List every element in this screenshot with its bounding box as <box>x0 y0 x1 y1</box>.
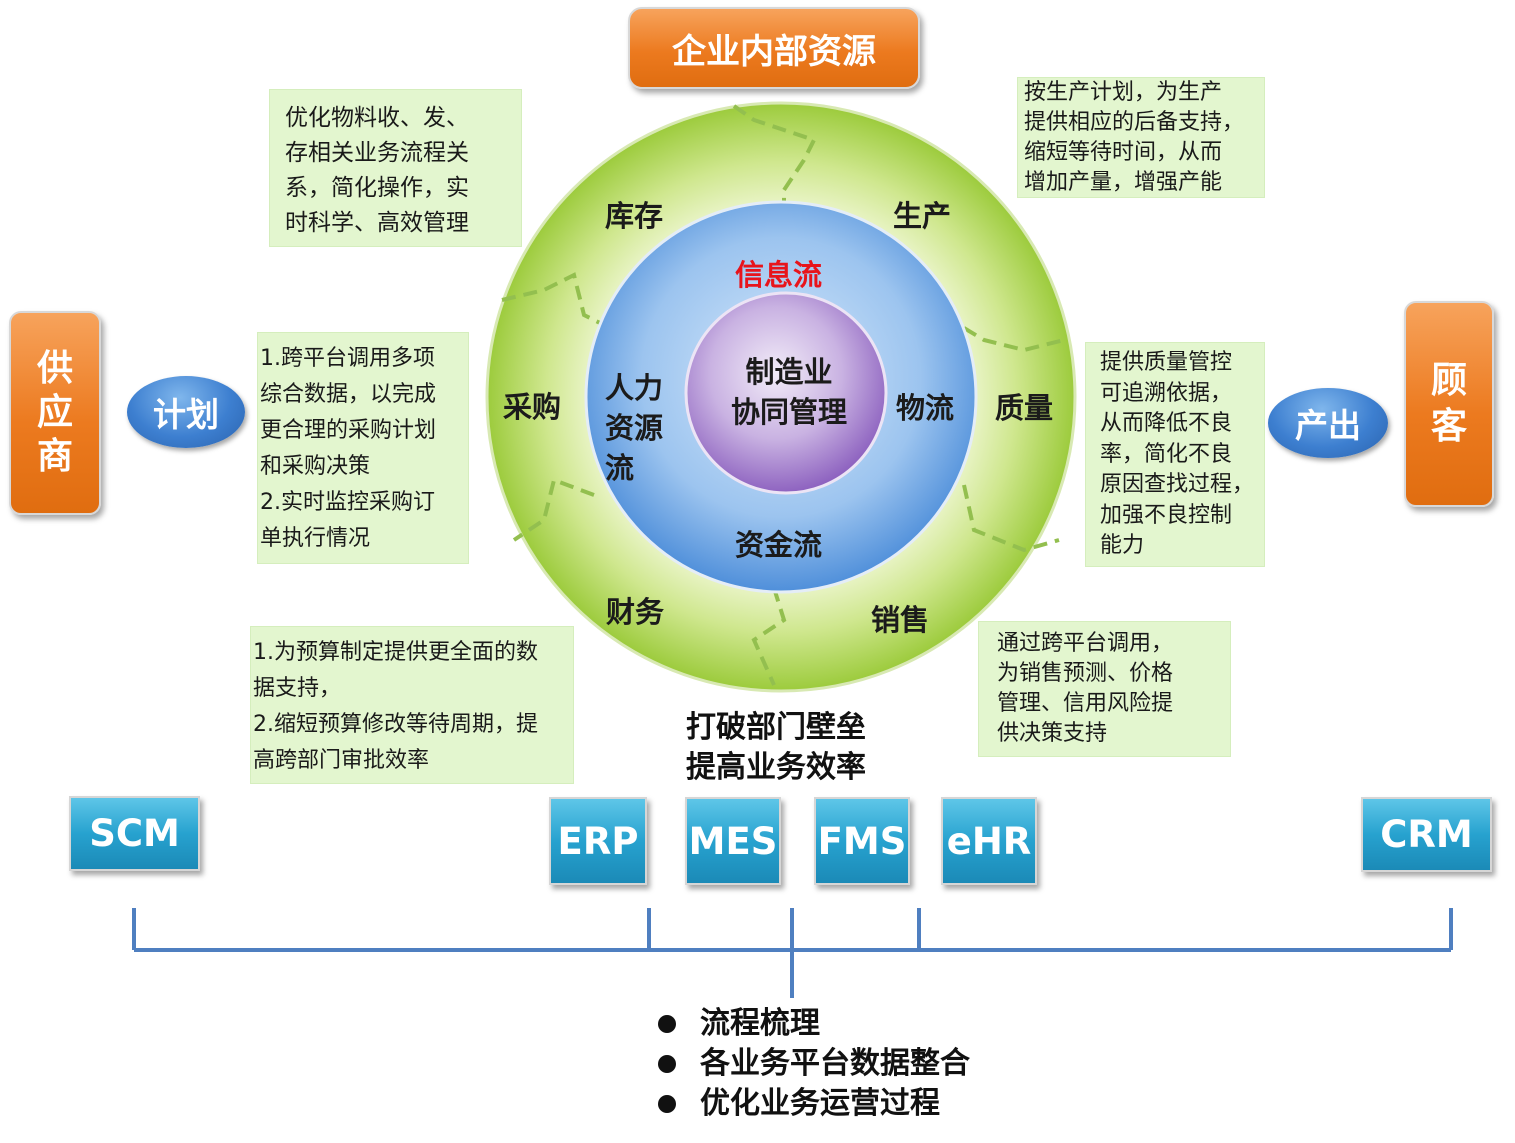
bullet-item: 优化业务运营过程 <box>654 1084 970 1124</box>
supplier-box: 供 应 商 <box>9 311 101 515</box>
supplier-label: 供 应 商 <box>36 348 73 477</box>
core-label: 制造业 协同管理 <box>730 355 847 429</box>
ring-label-quality: 质量 <box>995 391 1054 425</box>
hr-flow-label: 人力 资源 流 <box>605 371 664 485</box>
bullet-text: 优化业务运营过程 <box>700 1086 940 1121</box>
bullet-dot <box>658 1095 676 1113</box>
plan-oval: 计划 <box>127 376 245 448</box>
core-circle <box>684 291 888 495</box>
ring-label-production: 生产 <box>893 199 952 233</box>
enterprise-resources-title: 企业内部资源 <box>628 7 920 89</box>
bullet-text: 各业务平台数据整合 <box>700 1046 970 1081</box>
slogan: 打破部门壁垒 提高业务效率 <box>686 710 866 785</box>
collaboration-circle-diagram <box>485 101 1077 693</box>
system-erp: ERP <box>549 797 647 885</box>
output-label: 产出 <box>1295 406 1361 445</box>
ring-label-finance: 财务 <box>606 595 665 629</box>
system-scm: SCM <box>69 796 200 871</box>
note-sales: 通过跨平台调用， 为销售预测、价格 管理、信用风险提 供决策支持 <box>978 621 1231 757</box>
bullet-item: 各业务平台数据整合 <box>654 1044 970 1084</box>
info-flow-label: 信息流 <box>735 258 823 292</box>
ring-label-purchasing: 采购 <box>503 390 562 424</box>
ring-label-sales: 销售 <box>871 603 930 637</box>
note-purchasing: 1.跨平台调用多项 综合数据，以完成 更合理的采购计划 和采购决策 2.实时监控… <box>257 332 469 564</box>
customer-label: 顾 客 <box>1430 360 1467 447</box>
logistics-label: 物流 <box>896 391 955 425</box>
note-production: 按生产计划，为生产 提供相应的后备支持， 缩短等待时间，从而 增加产量，增强产能 <box>1017 77 1265 198</box>
bullet-item: 流程梳理 <box>654 1004 970 1044</box>
system-ehr: eHR <box>941 797 1037 885</box>
output-oval: 产出 <box>1268 388 1388 458</box>
note-inventory: 优化物料收、发、 存相关业务流程关 系，简化操作，实 时科学、高效管理 <box>269 89 522 247</box>
bullet-dot <box>658 1055 676 1073</box>
system-crm: CRM <box>1361 797 1492 872</box>
system-fms: FMS <box>814 797 910 885</box>
system-bracket <box>132 908 1453 998</box>
plan-label: 计划 <box>153 395 219 434</box>
system-mes: MES <box>685 797 781 885</box>
note-quality: 提供质量管控 可追溯依据， 从而降低不良 率，简化不良 原因查找过程， 加强不良… <box>1085 342 1265 567</box>
ring-separators <box>501 104 1065 686</box>
ring-label-inventory: 库存 <box>605 199 664 233</box>
summary-bullets: 流程梳理 各业务平台数据整合 优化业务运营过程 <box>654 1004 970 1124</box>
customer-box: 顾 客 <box>1404 301 1494 507</box>
enterprise-resources-title-text: 企业内部资源 <box>672 31 876 72</box>
bullet-text: 流程梳理 <box>700 1006 820 1041</box>
note-finance: 1.为预算制定提供更全面的数 据支持， 2.缩短预算修改等待周期，提 高跨部门审… <box>250 626 574 784</box>
bullet-dot <box>658 1015 676 1033</box>
capital-flow-label: 资金流 <box>735 528 823 562</box>
